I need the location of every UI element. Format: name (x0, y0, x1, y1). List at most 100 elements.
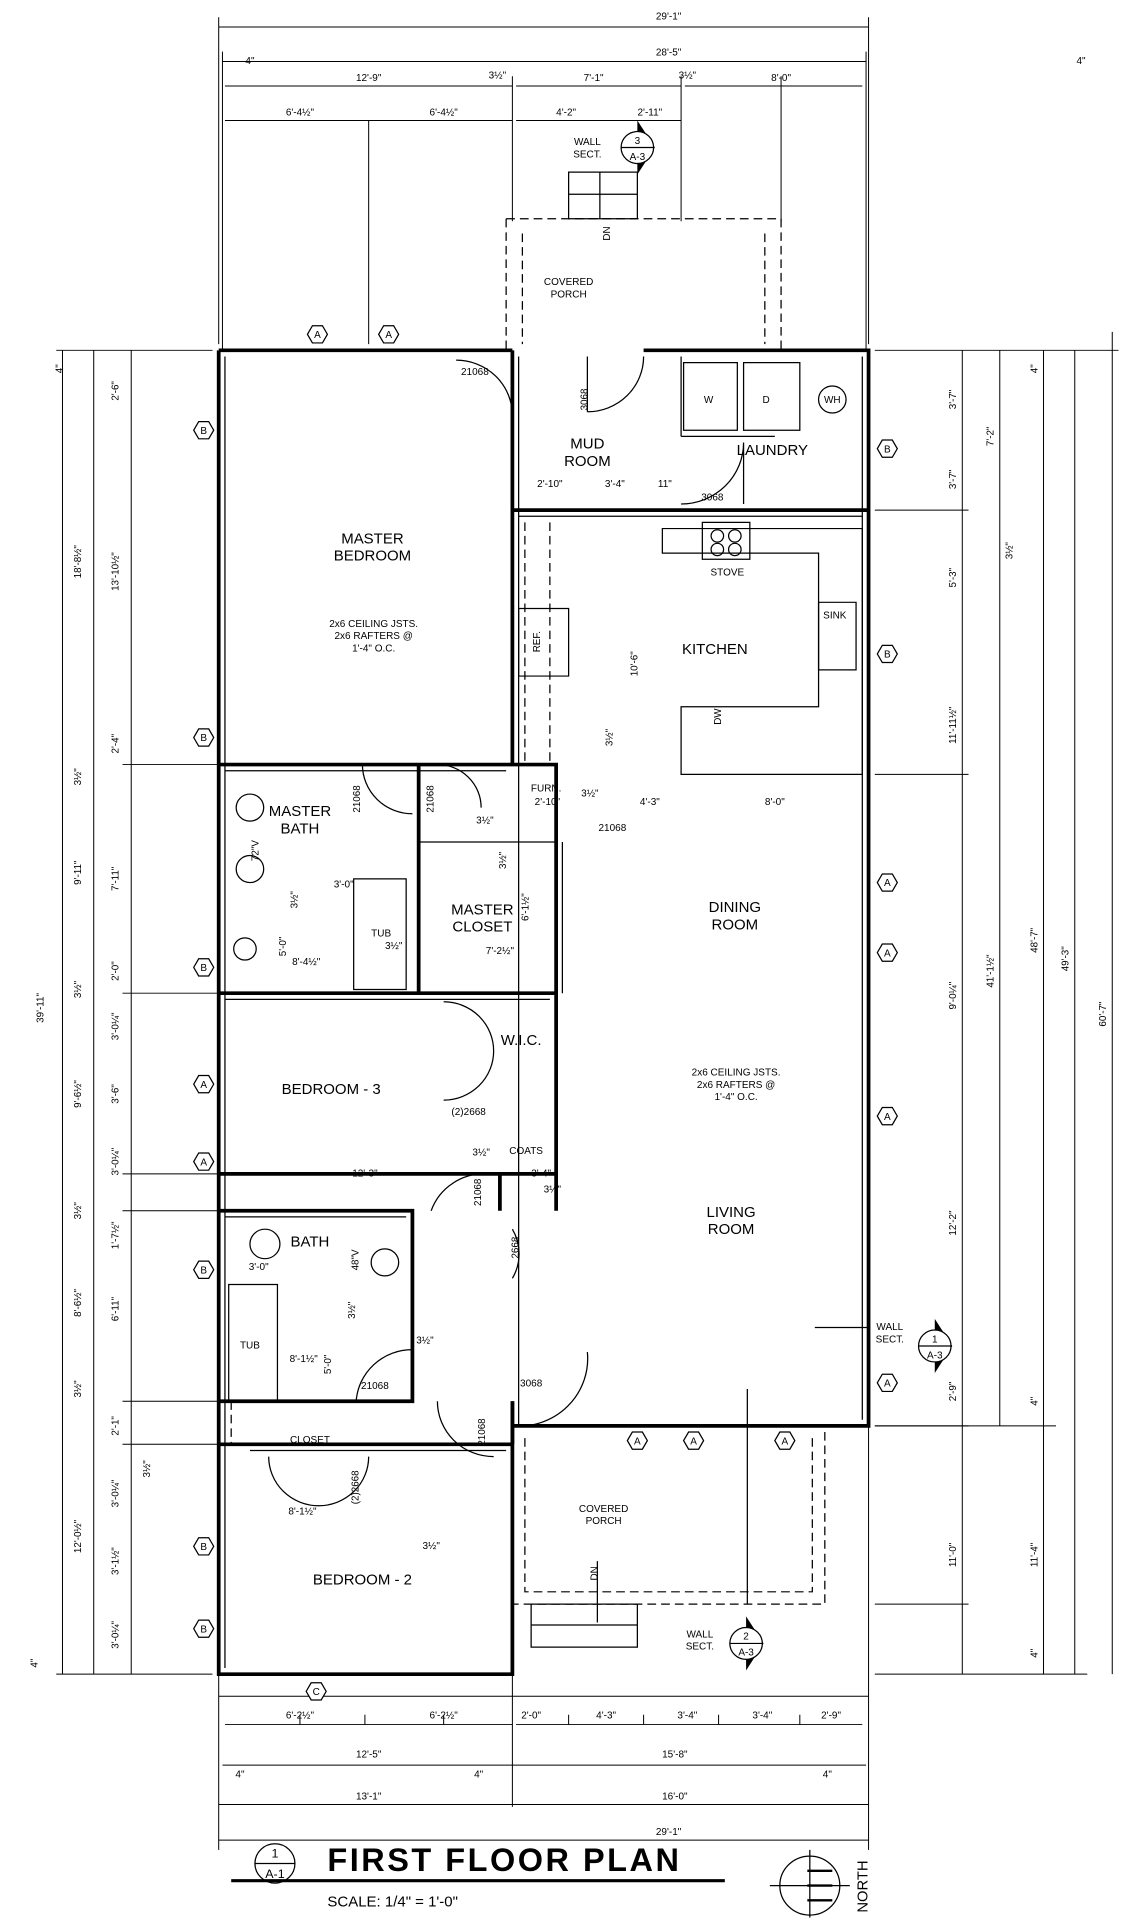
plan-scale: SCALE: 1/4" = 1'-0" (327, 1895, 458, 1911)
dimension-left: 3½" (73, 1380, 84, 1398)
dimension-bottom: 16'-0" (662, 1792, 688, 1803)
window-tag: A (682, 1431, 705, 1450)
fixture-label-ref: REF. (532, 631, 543, 652)
window-tag: B (192, 1537, 215, 1556)
dimension-left: 3'-0¼" (111, 1147, 122, 1175)
dimension-interior: 11" (658, 479, 672, 490)
fixture-label-dw: DW (713, 708, 724, 725)
dimension-right: 41'-1½" (985, 954, 996, 988)
dimension-top: 3½" (679, 71, 697, 82)
dimension-left: 3'-0¼" (111, 1012, 122, 1040)
dimension-interior: 3'-0" (334, 880, 354, 891)
dimension-right: 48'-7" (1029, 927, 1040, 953)
window-tag-letter: B (884, 650, 891, 661)
dimension-interior: 21068 (461, 367, 489, 378)
dimension-right: 2'-9" (948, 1381, 959, 1401)
dimension-left: 1'-7½" (111, 1221, 122, 1249)
dimension-left: 3'-0¼" (111, 1479, 122, 1507)
dimension-left: 7'-11" (111, 866, 122, 891)
dimension-left: 4" (29, 1658, 40, 1667)
window-tag: B (192, 958, 215, 977)
dimension-left: 3½" (73, 768, 84, 786)
dimension-bottom: 6'-2½" (286, 1710, 315, 1721)
dimension-top: 29'-1" (656, 12, 682, 23)
wall-section-number: 1 (932, 1334, 938, 1345)
dimension-left: 2'-0" (111, 961, 122, 981)
fixture-label-tub1: TUB (371, 929, 391, 940)
title-block: 1 A-1 FIRST FLOOR PLAN SCALE: 1/4" = 1'-… (231, 1842, 871, 1918)
dimension-interior: 21068 (426, 785, 437, 813)
dimension-interior: 21068 (473, 1178, 484, 1206)
window-tag: B (192, 1260, 215, 1279)
room-label-closet: CLOSET (290, 1435, 330, 1446)
dimension-interior: 3½" (289, 891, 300, 909)
dimension-left: 39'-11" (36, 993, 47, 1023)
dimension-interior: 3½" (472, 1148, 490, 1159)
dimension-left: 3½" (73, 1202, 84, 1220)
dimension-right: 4" (1029, 364, 1040, 373)
window-tag-letter: A (200, 1157, 207, 1168)
dimension-bottom: 15'-8" (662, 1750, 688, 1761)
fixture-label-washer: W (704, 395, 714, 406)
plan-title: FIRST FLOOR PLAN (327, 1842, 681, 1878)
dimension-top: 12'-9" (356, 73, 382, 84)
dimension-left: 4" (54, 364, 65, 373)
wall-section-number: 3 (635, 136, 641, 147)
window-tag: A (377, 325, 400, 344)
window-tag: B (192, 728, 215, 747)
dimension-right: 11'-11½" (948, 706, 959, 744)
window-tag: B (192, 1619, 215, 1638)
dimension-bottom: 12'-5" (356, 1750, 382, 1761)
window-tag: A (876, 873, 899, 892)
dimension-bottom: 4'-3" (596, 1710, 616, 1721)
window-tag: A (306, 325, 329, 344)
window-tag: B (192, 420, 215, 440)
fixture-label-dn1: DN (602, 226, 613, 240)
fixture-label-dn2: DN (589, 1566, 600, 1580)
window-tag-letter: A (781, 1436, 788, 1447)
dimension-bottom: 3'-4" (752, 1710, 772, 1721)
window-tag: A (626, 1431, 649, 1450)
window-tag-letter: A (884, 878, 891, 889)
dimension-interior: (2)2668 (351, 1470, 362, 1504)
dimension-interior: 3½" (498, 851, 509, 869)
window-tag-letter: C (313, 1687, 320, 1698)
window-tag: B (876, 439, 899, 458)
dimension-interior: 2'-10" (537, 479, 563, 490)
window-tag-letter: A (884, 948, 891, 959)
dimension-interior: 3½" (476, 816, 494, 827)
dimension-left: 9'-6½" (73, 1080, 84, 1108)
room-label-wic: W.I.C. (501, 1033, 542, 1049)
dimension-left: 3'-6" (111, 1084, 122, 1104)
dimension-right: 11'-4" (1029, 1542, 1040, 1567)
dimension-interior: 21068 (598, 823, 626, 834)
drawing-ref-num: 1 (271, 1846, 278, 1860)
dimension-interior: 3½" (385, 941, 403, 952)
window-tag-letter: B (200, 963, 207, 974)
dimension-right: 11'-0" (948, 1542, 959, 1567)
window-tag: A (876, 943, 899, 962)
dimension-bottom: 2'-9" (821, 1710, 841, 1721)
fixture-label-water-heater: WH (824, 395, 841, 406)
window-tag: A (774, 1431, 796, 1450)
dimension-interior: 6'-1½" (521, 893, 532, 921)
framing-note: 2x6 CEILING JSTS.2x6 RAFTERS @1'-4" O.C. (329, 619, 418, 654)
framing-note: 2x6 CEILING JSTS.2x6 RAFTERS @1'-4" O.C. (692, 1068, 781, 1103)
dimension-interior: 2668 (511, 1236, 522, 1258)
dimension-interior: 3½" (347, 1301, 358, 1319)
dimension-right: 5'-3" (948, 567, 959, 587)
dimension-interior: 3½" (422, 1541, 440, 1552)
dimension-right: 3½" (1004, 542, 1015, 560)
dimension-top: 28'-5" (656, 47, 682, 58)
dimension-interior: 3068 (520, 1379, 543, 1390)
fixture-label-stove: STOVE (710, 567, 744, 578)
window-tag-letter: A (884, 1112, 891, 1123)
dimension-interior: 4'-3" (640, 797, 660, 808)
window-tag-letter: A (884, 1379, 891, 1390)
room-label-bedroom-3: BEDROOM - 3 (282, 1082, 381, 1098)
